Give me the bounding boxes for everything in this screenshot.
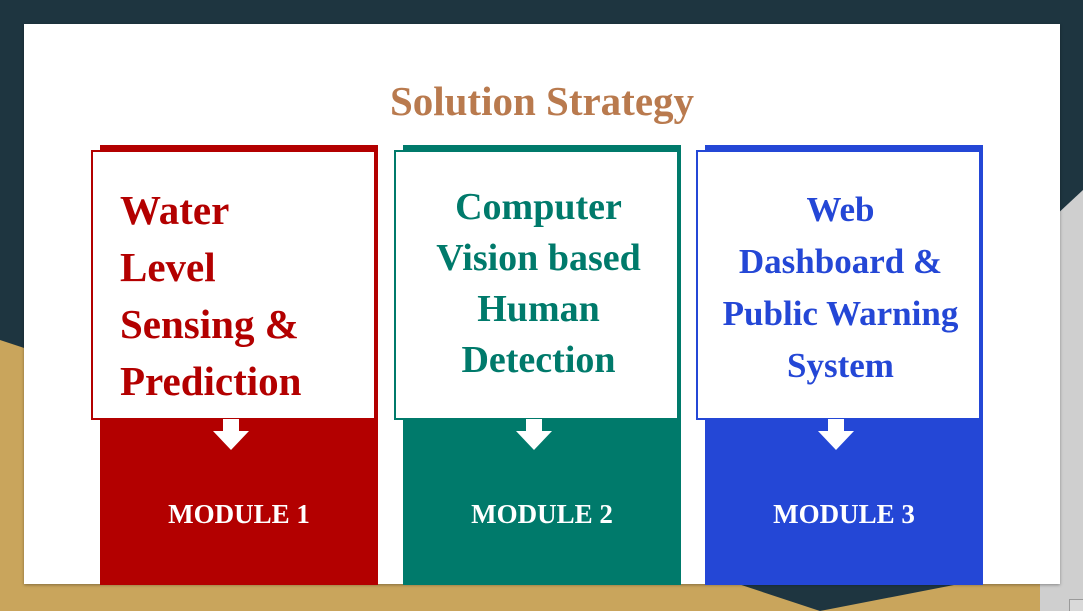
module-3-card: Web Dashboard & Public Warning System (696, 150, 981, 420)
down-arrow-icon (213, 419, 249, 450)
module-2-card: Computer Vision based Human Detection (394, 150, 679, 420)
module-3-label: MODULE 3 (773, 499, 915, 529)
module-3-description: Web Dashboard & Public Warning System (722, 190, 959, 385)
module-2: Computer Vision based Human Detection MO… (394, 145, 681, 585)
module-2-description: Computer Vision based Human Detection (436, 186, 641, 381)
module-1-label: MODULE 1 (168, 499, 310, 529)
slide: Solution Strategy Water Level Sensing & … (24, 24, 1060, 585)
resize-handle-icon[interactable] (1069, 599, 1083, 611)
down-arrow-icon (516, 419, 552, 450)
module-1-card: Water Level Sensing & Prediction (91, 150, 376, 420)
module-2-label: MODULE 2 (471, 499, 613, 529)
module-3: Web Dashboard & Public Warning System MO… (696, 145, 983, 585)
module-1-description: Water Level Sensing & Prediction (120, 187, 302, 404)
down-arrow-icon (818, 419, 854, 450)
module-1: Water Level Sensing & Prediction MODULE … (91, 145, 378, 585)
slide-title: Solution Strategy (389, 78, 695, 124)
